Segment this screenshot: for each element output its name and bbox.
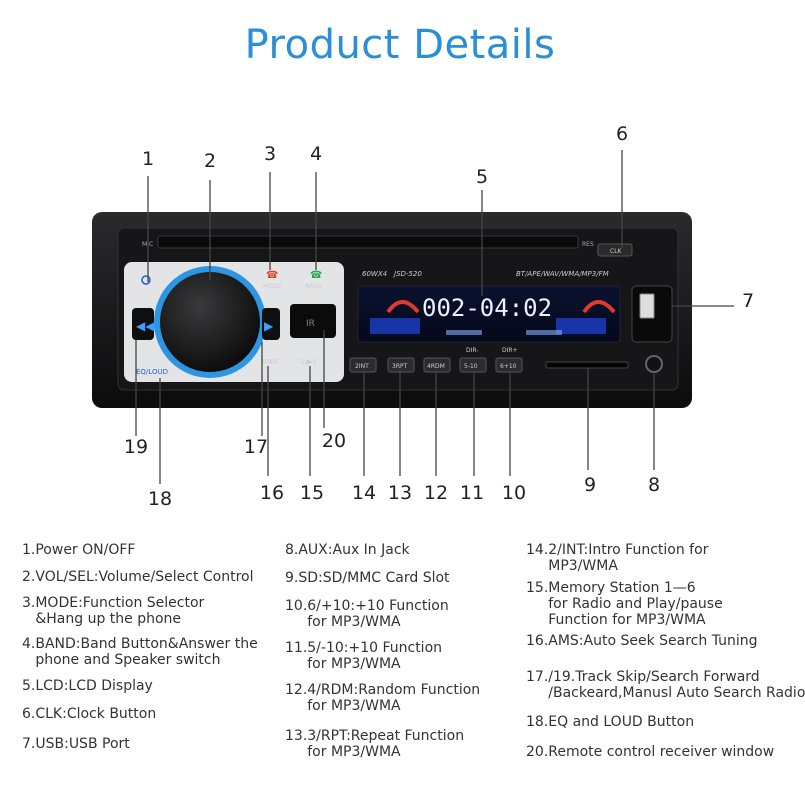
callout-1: 1 (141, 148, 155, 170)
preset-button-6 (495, 357, 523, 373)
callout-4: 4 (309, 143, 323, 165)
mode-label: MODE (263, 283, 282, 290)
formats-label: BT/APE/WAV/WMA/MP3/FM (516, 270, 609, 278)
page-title: Product Details (244, 22, 556, 68)
skip-back-icon: ◀◀ (136, 319, 155, 333)
skip-forward-icon: ▶ (264, 319, 274, 333)
svg-text:6+10: 6+10 (500, 363, 517, 370)
clk-label: CLK (610, 248, 623, 255)
preset-button-3-rpt (387, 357, 415, 373)
callout-9: 9 (583, 474, 597, 496)
feature-legend: 1.Power ON/OFF 2.VOL/SEL:Volume/Select C… (0, 538, 805, 800)
callout-12: 12 (423, 482, 449, 504)
ir-label: IR (306, 319, 315, 329)
aux-jack (645, 355, 663, 373)
legend-item: 10.6/+10:+10 Function for MP3/WMA (285, 598, 449, 630)
preset-button-5 (459, 357, 487, 373)
callout-17: 17 (243, 436, 269, 458)
callout-6: 6 (615, 123, 629, 145)
callout-15: 15 (299, 482, 325, 504)
svg-text:4RDM: 4RDM (427, 363, 445, 370)
callout-3: 3 (263, 143, 277, 165)
svg-text:5-10: 5-10 (464, 363, 478, 370)
legend-item: 9.SD:SD/MMC Card Slot (285, 570, 450, 586)
legend-item: 14.2/INT:Intro Function for MP3/WMA (526, 542, 709, 574)
power-icon (141, 275, 151, 285)
callout-10: 10 (501, 482, 527, 504)
legend-item: 18.EQ and LOUD Button (526, 714, 695, 730)
legend-item: 4.BAND:Band Button&Answer the phone and … (22, 636, 258, 668)
svg-text:DIR-: DIR- (466, 347, 478, 354)
legend-item: 2.VOL/SEL:Volume/Select Control (22, 569, 254, 585)
ir-window (290, 304, 336, 338)
mode-icon: ☎ (266, 270, 278, 281)
legend-item: 17./19.Track Skip/Search Forward /Backea… (526, 669, 805, 701)
callout-14: 14 (351, 482, 377, 504)
callout-7: 7 (741, 290, 755, 312)
callout-8: 8 (647, 474, 661, 496)
band-icon: ☎ (310, 270, 322, 281)
legend-item: 12.4/RDM:Random Function for MP3/WMA (285, 682, 481, 714)
svg-text:2INT: 2INT (355, 363, 369, 370)
callout-5: 5 (475, 166, 489, 188)
legend-item: 8.AUX:Aux In Jack (285, 542, 410, 558)
clk-button (597, 243, 633, 257)
legend-item: 20.Remote control receiver window (526, 744, 775, 760)
car-stereo-diagram: MIC RES CLK ◀◀ ▶ EQ/LOUD ☎ MODE ☎ BAND I… (92, 150, 734, 484)
svg-text:DIR+: DIR+ (502, 347, 518, 354)
band-label: BAND (305, 283, 323, 290)
sd-card-slot (545, 361, 629, 369)
lcd-display (357, 285, 621, 343)
callout-13: 13 (387, 482, 413, 504)
callout-16: 16 (259, 482, 285, 504)
preset-button-2-int (349, 357, 377, 373)
legend-item: 15.Memory Station 1—6 for Radio and Play… (526, 580, 723, 628)
volume-knob (160, 272, 260, 372)
legend-item: 13.3/RPT:Repeat Function for MP3/WMA (285, 728, 465, 760)
legend-item: 16.AMS:Auto Seek Search Tuning (526, 633, 758, 649)
legend-item: 7.USB:USB Port (22, 736, 130, 752)
callout-2: 2 (203, 150, 217, 172)
legend-item: 1.Power ON/OFF (22, 542, 136, 558)
svg-text:3RPT: 3RPT (392, 363, 408, 370)
callout-19: 19 (123, 436, 149, 458)
lcd-readout: 002-04:02 (422, 294, 552, 322)
usb-port (639, 293, 655, 319)
play-label: 1/▶II (300, 358, 316, 366)
callout-18: 18 (147, 488, 173, 510)
preset-button-4-rdm (423, 357, 451, 373)
legend-item: 5.LCD:LCD Display (22, 678, 153, 694)
eq-loud-label: EQ/LOUD (136, 368, 168, 376)
legend-item: 6.CLK:Clock Button (22, 706, 157, 722)
legend-item: 3.MODE:Function Selector &Hang up the ph… (22, 595, 205, 627)
callout-20: 20 (321, 430, 347, 452)
model-label: JSD-520 (392, 270, 422, 278)
cd-slot (157, 235, 579, 249)
power-rating-label: 60WX4 (362, 270, 387, 278)
ams-label: AMS (262, 358, 278, 366)
skip-back-button (132, 308, 154, 340)
skip-forward-button (262, 308, 280, 340)
callout-11: 11 (459, 482, 485, 504)
legend-item: 11.5/-10:+10 Function for MP3/WMA (285, 640, 443, 672)
res-label: RES (582, 241, 594, 248)
